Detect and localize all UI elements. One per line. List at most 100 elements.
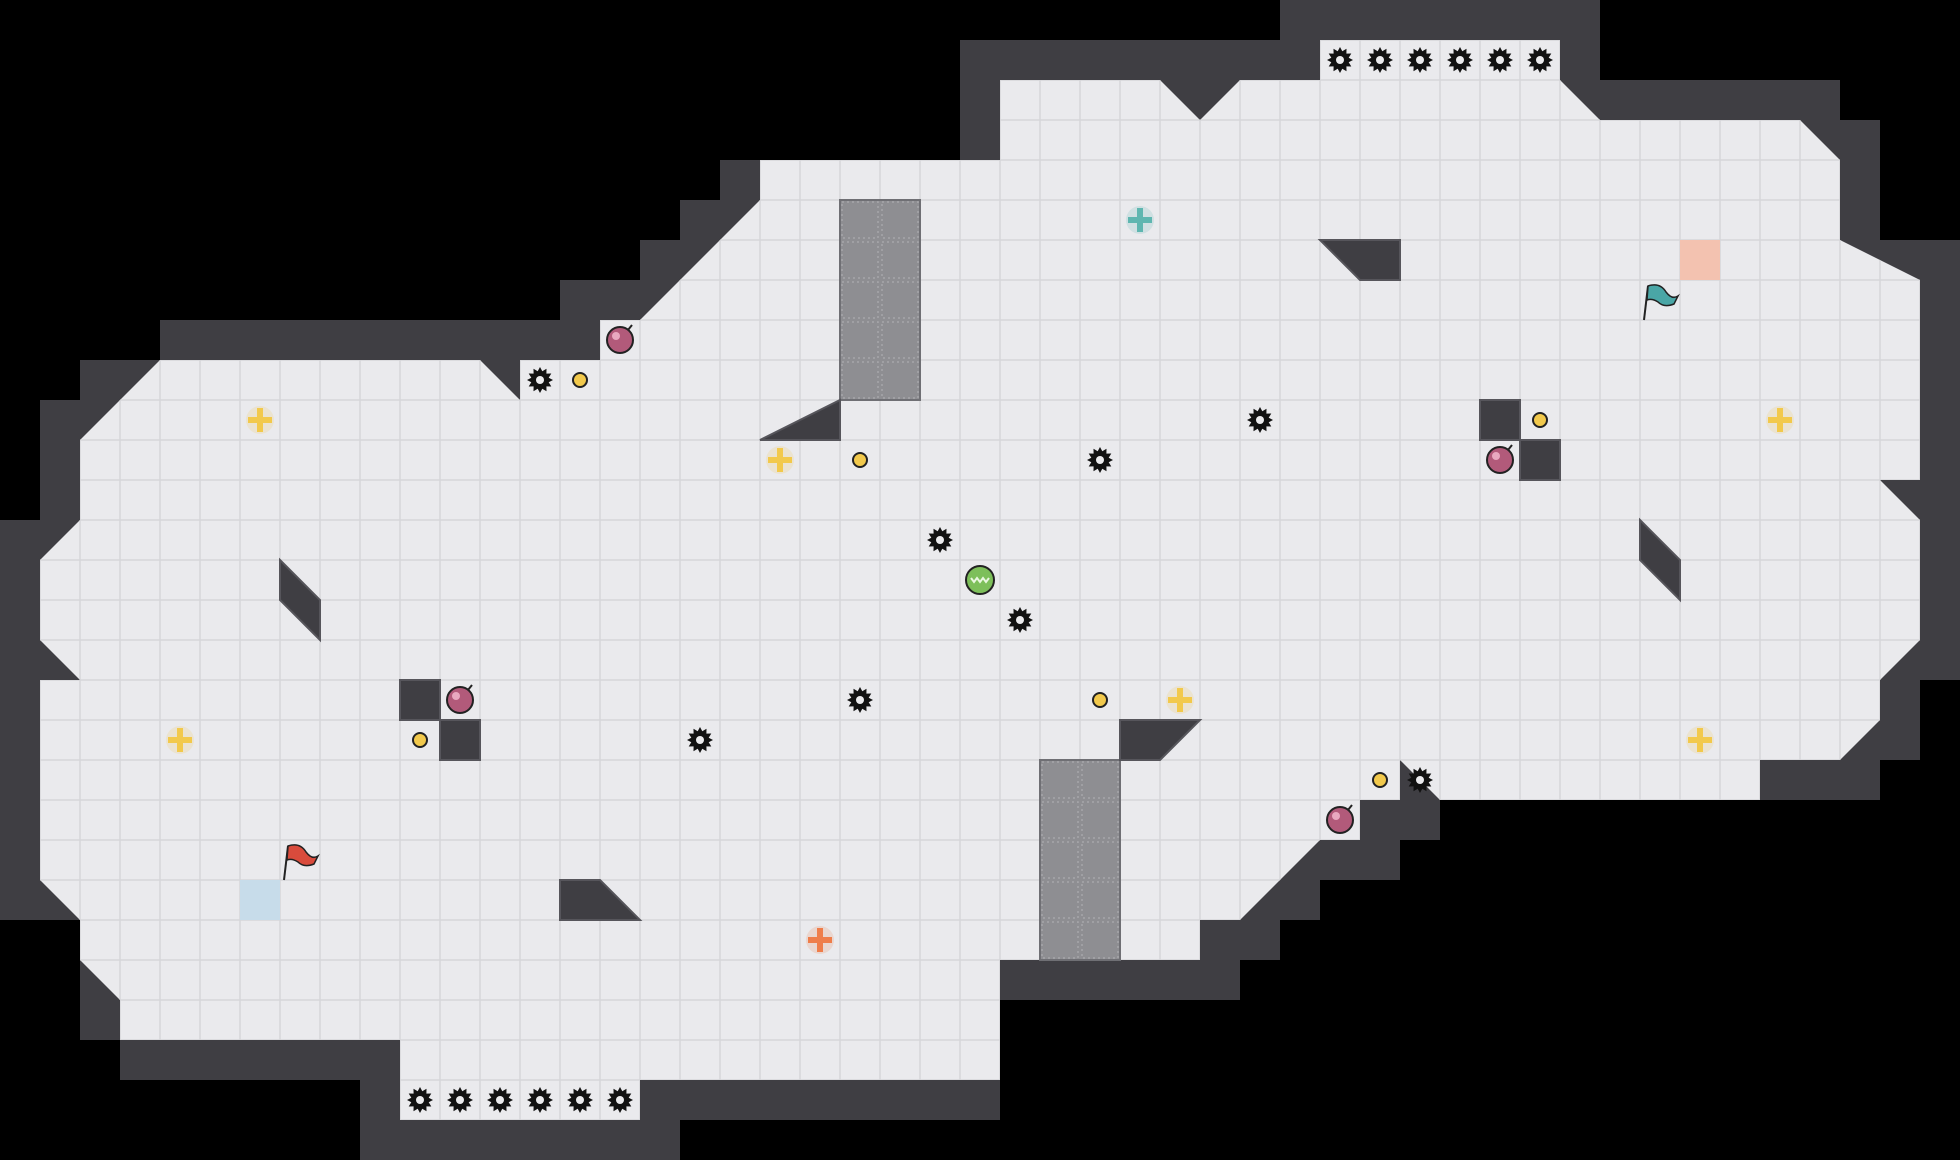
flag-cloth xyxy=(1646,284,1680,307)
saw-hub xyxy=(416,1096,424,1104)
saw-blade-icon xyxy=(447,1087,473,1113)
saw-blade-icon xyxy=(567,1087,593,1113)
plus-bar-v xyxy=(257,408,263,432)
mesh-block xyxy=(1039,759,1121,961)
mesh-cell xyxy=(841,361,879,399)
player-stripe xyxy=(970,576,990,584)
coin-icon xyxy=(1092,692,1108,708)
plus-bar-v xyxy=(1177,688,1183,712)
plus-bar-v xyxy=(817,928,823,952)
start-pad xyxy=(240,880,280,920)
saw-blade-icon xyxy=(687,727,713,753)
coin-icon xyxy=(572,372,588,388)
mesh-cell xyxy=(1041,841,1079,879)
saw-blade-icon xyxy=(1407,47,1433,73)
plus-arrows-icon xyxy=(1166,686,1194,714)
saw-hub xyxy=(936,536,944,544)
bomb-fuse xyxy=(1507,444,1513,451)
coin-icon xyxy=(1372,772,1388,788)
wall-ramp xyxy=(759,398,841,441)
wall-ramp xyxy=(279,557,321,643)
saw-hub xyxy=(1496,56,1504,64)
saw-blade-icon xyxy=(1527,47,1553,73)
saw-blade-icon xyxy=(487,1087,513,1113)
bomb-icon xyxy=(446,684,474,714)
plus-bar-v xyxy=(777,448,783,472)
plus-bar-v xyxy=(1697,728,1703,752)
bomb-body xyxy=(1486,446,1514,474)
bomb-shine xyxy=(1332,812,1340,820)
coin-icon xyxy=(1532,412,1548,428)
saw-hub xyxy=(1416,776,1424,784)
saw-hub xyxy=(456,1096,464,1104)
saw-hub xyxy=(1536,56,1544,64)
plus-arrows-icon xyxy=(166,726,194,754)
mesh-cell xyxy=(841,241,879,279)
flag-cloth xyxy=(286,844,320,867)
saw-hub xyxy=(576,1096,584,1104)
saw-hub xyxy=(856,696,864,704)
goal-pad xyxy=(1680,240,1720,280)
mesh-block xyxy=(839,199,921,401)
mesh-cell xyxy=(881,201,919,239)
mesh-cell xyxy=(1041,801,1079,839)
bomb-body xyxy=(1326,806,1354,834)
mesh-block-frame xyxy=(1039,759,1121,961)
mesh-cell xyxy=(1041,881,1079,919)
red-flag-icon xyxy=(283,844,320,881)
saw-hub xyxy=(496,1096,504,1104)
teal-flag-icon xyxy=(1643,284,1680,321)
bomb-body xyxy=(446,686,474,714)
saw-hub xyxy=(1416,56,1424,64)
saw-hub xyxy=(1456,56,1464,64)
saw-blade-icon xyxy=(607,1087,633,1113)
plus-bar-v xyxy=(177,728,183,752)
player-body xyxy=(965,565,995,595)
bomb-icon xyxy=(1326,804,1354,834)
mesh-cell xyxy=(1081,801,1119,839)
mesh-cell xyxy=(1081,881,1119,919)
mesh-cell xyxy=(1081,841,1119,879)
mesh-block-frame xyxy=(839,199,921,401)
plus-bar-v xyxy=(1777,408,1783,432)
plus-arrows-icon xyxy=(1766,406,1794,434)
mesh-cell xyxy=(841,281,879,319)
mesh-cell xyxy=(881,361,919,399)
saw-hub xyxy=(1256,416,1264,424)
saw-blade-icon xyxy=(407,1087,433,1113)
saw-blade-icon xyxy=(1367,47,1393,73)
plus-arrows-icon xyxy=(806,926,834,954)
saw-blade-icon xyxy=(1247,407,1273,433)
saw-hub xyxy=(536,1096,544,1104)
saw-hub xyxy=(1376,56,1384,64)
bomb-fuse xyxy=(467,684,473,691)
mesh-cell xyxy=(881,281,919,319)
wall-ramp xyxy=(1317,239,1401,281)
coin-icon xyxy=(852,452,868,468)
mesh-cell xyxy=(841,321,879,359)
saw-blade-icon xyxy=(847,687,873,713)
plus-bar-v xyxy=(1137,208,1143,232)
mesh-cell xyxy=(881,241,919,279)
saw-hub xyxy=(616,1096,624,1104)
saw-blade-icon xyxy=(1087,447,1113,473)
saw-blade-icon xyxy=(927,527,953,553)
saw-hub xyxy=(1016,616,1024,624)
wall-block xyxy=(1479,399,1521,441)
wall-block xyxy=(1519,439,1561,481)
saw-blade-icon xyxy=(1007,607,1033,633)
bomb-shine xyxy=(1492,452,1500,460)
bomb-shine xyxy=(452,692,460,700)
saw-blade-icon xyxy=(1447,47,1473,73)
saw-hub xyxy=(536,376,544,384)
saw-blade-icon xyxy=(1407,767,1433,793)
mesh-cell xyxy=(881,321,919,359)
saw-hub xyxy=(1336,56,1344,64)
bomb-icon xyxy=(1486,444,1514,474)
mesh-cell xyxy=(1081,921,1119,959)
wall-block xyxy=(399,679,441,721)
plus-arrows-icon xyxy=(766,446,794,474)
mesh-cell xyxy=(1041,761,1079,799)
saw-blade-icon xyxy=(1327,47,1353,73)
